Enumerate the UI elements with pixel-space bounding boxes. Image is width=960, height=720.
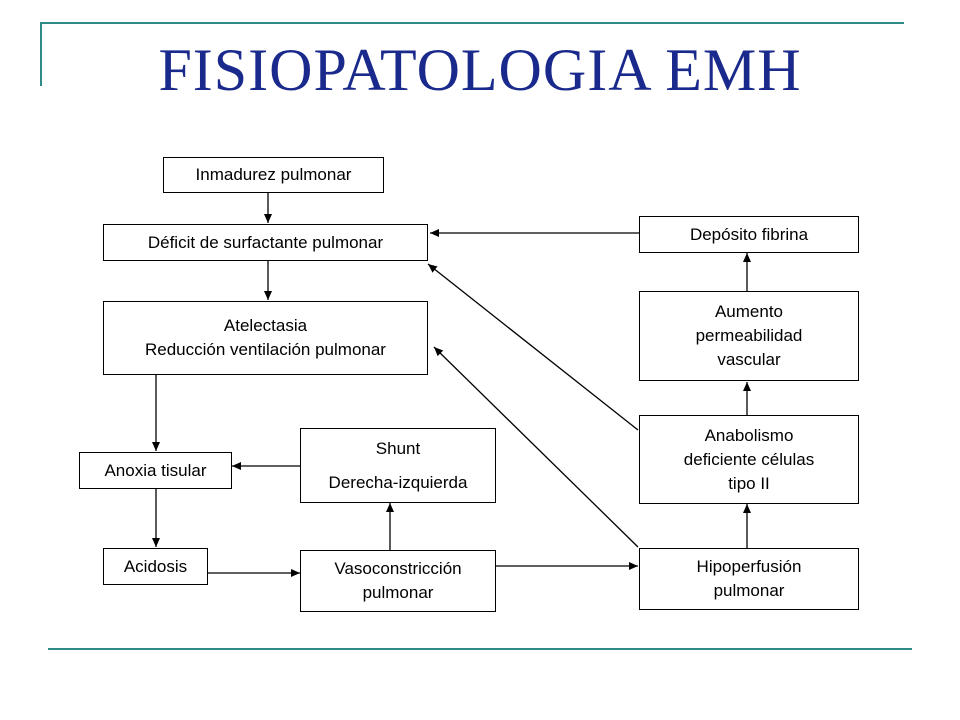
node-shunt: Shunt Derecha-izquierda	[300, 428, 496, 503]
node-label-line3: tipo II	[728, 473, 770, 493]
node-label-line1: Vasoconstricción	[334, 559, 462, 578]
top-accent-line	[40, 22, 904, 24]
node-acidosis: Acidosis	[103, 548, 208, 585]
node-label: Anoxia tisular	[104, 460, 207, 480]
arrow-hipoperfusion-to-atelectasia	[433, 346, 639, 548]
node-label: Depósito fibrina	[689, 224, 809, 244]
node-vasoconstriccion: Vasoconstricción pulmonar	[300, 550, 496, 612]
node-label-line2: deficiente células	[683, 449, 815, 469]
node-deficit-surfactante: Déficit de surfactante pulmonar	[103, 224, 428, 261]
node-label: Inmadurez pulmonar	[195, 165, 352, 184]
arrow-anabolismo-to-deficit	[427, 263, 639, 431]
node-label-line1: Anabolismo	[704, 425, 794, 445]
node-label-line1: Atelectasia	[223, 316, 308, 335]
node-deposito-fibrina: Depósito fibrina	[639, 216, 859, 253]
page-title: FISIOPATOLOGIA EMH	[158, 37, 802, 103]
node-aumento-permeabilidad: Aumento permeabilidad vascular	[639, 291, 859, 381]
left-accent-line	[40, 22, 42, 86]
node-label-line2: Derecha-izquierda	[328, 472, 468, 492]
node-label-line2: pulmonar	[713, 581, 785, 600]
node-inmadurez-pulmonar: Inmadurez pulmonar	[163, 157, 384, 193]
node-label-line1: Aumento	[714, 302, 784, 321]
node-atelectasia: Atelectasia Reducción ventilación pulmon…	[103, 301, 428, 375]
node-label: Déficit de surfactante pulmonar	[147, 232, 384, 252]
node-label-line1: Hipoperfusión	[696, 557, 802, 576]
node-label-line1: Shunt	[375, 438, 421, 458]
node-anabolismo: Anabolismo deficiente células tipo II	[639, 415, 859, 504]
node-label-line2: permeabilidad	[695, 326, 803, 345]
bottom-accent-line	[48, 648, 912, 650]
node-label-line3: vascular	[717, 350, 781, 369]
node-label-line2: pulmonar	[362, 583, 434, 602]
node-label: Acidosis	[123, 556, 188, 576]
node-anoxia-tisular: Anoxia tisular	[79, 452, 232, 489]
node-label-line2: Reducción ventilación pulmonar	[145, 340, 386, 359]
node-hipoperfusion: Hipoperfusión pulmonar	[639, 548, 859, 610]
